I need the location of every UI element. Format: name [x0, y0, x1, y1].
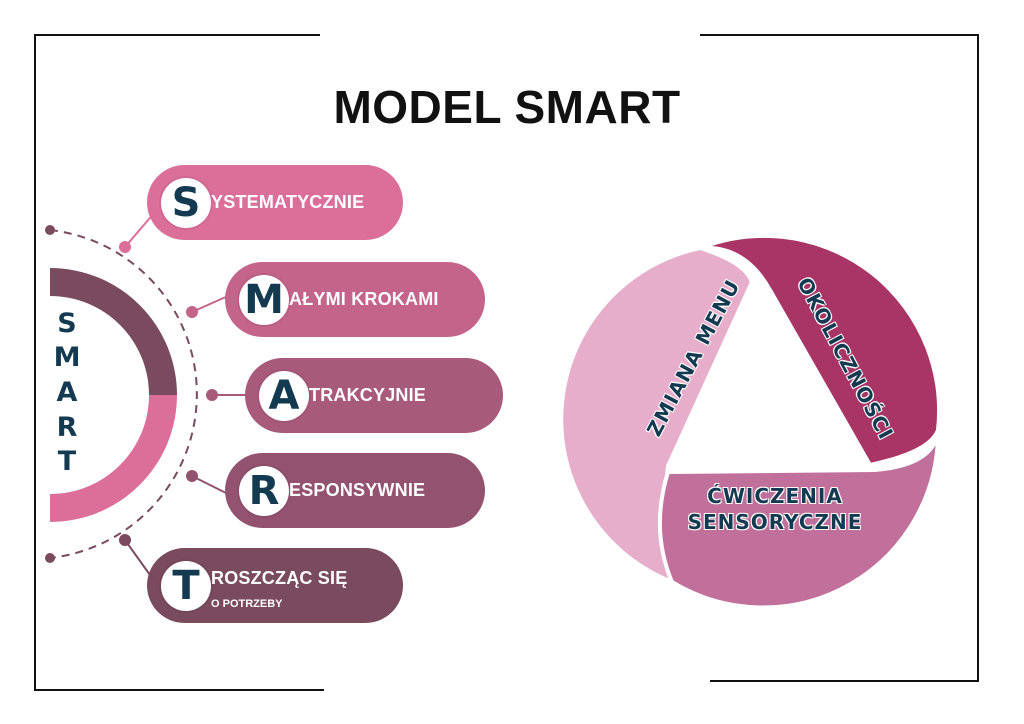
letter-badge: T [161, 561, 211, 611]
dashed-arc [49, 229, 198, 559]
acronym-letter: R [56, 412, 78, 443]
cycle-label-sensoryczne: SENSORYCZNE [687, 510, 863, 534]
pill-atrakcyjnie: A TRAKCYJNIE [245, 358, 503, 433]
letter-badge: R [239, 466, 289, 516]
letter-badge: S [161, 178, 211, 228]
frame-bottom-right [710, 680, 979, 682]
acronym-letter: T [57, 446, 77, 477]
pill-label: TRAKCYJNIE [309, 385, 427, 405]
pill-label: ESPONSYWNIE [289, 480, 426, 500]
pill-label: YSTEMATYCZNIE [211, 192, 365, 212]
pill-malymi-krokami: M AŁYMI KROKAMI [225, 262, 485, 337]
frame-bottom-left [34, 689, 324, 691]
acronym-letter: A [56, 377, 78, 408]
frame-top-right [700, 34, 979, 36]
frame-right [977, 34, 979, 682]
acronym-letter: M [53, 342, 81, 373]
pill-responsywnie: R ESPONSYWNIE [225, 453, 485, 528]
pill-label: AŁYMI KROKAMI [289, 289, 439, 309]
segment-cwiczenia [657, 429, 941, 610]
arc-end-dot [45, 225, 55, 235]
letter-badge: A [259, 371, 309, 421]
ring-bottom-half [50, 395, 177, 522]
ring-top-half [50, 268, 177, 395]
pill-sublabel: O POTRZEBY [211, 598, 283, 610]
pill-label: ROSZCZĄC SIĘ [211, 568, 348, 588]
pill-troszczac-sie: T ROSZCZĄC SIĘ O POTRZEBY [147, 548, 403, 623]
arc-end-dot [45, 553, 55, 563]
segment-zmiana-menu [559, 245, 755, 586]
acronym-letter: S [57, 308, 77, 339]
frame-left [34, 34, 36, 691]
frame-top-left [35, 34, 320, 36]
connectors [119, 211, 248, 576]
segment-okolicznosci [699, 233, 942, 468]
cycle-label-cwiczenia: ĆWICZENIA [707, 484, 843, 508]
pill-systematycznie: S YSTEMATYCZNIE [147, 165, 403, 240]
page-title: MODEL SMART [333, 81, 681, 133]
letter-badge: M [239, 275, 289, 325]
